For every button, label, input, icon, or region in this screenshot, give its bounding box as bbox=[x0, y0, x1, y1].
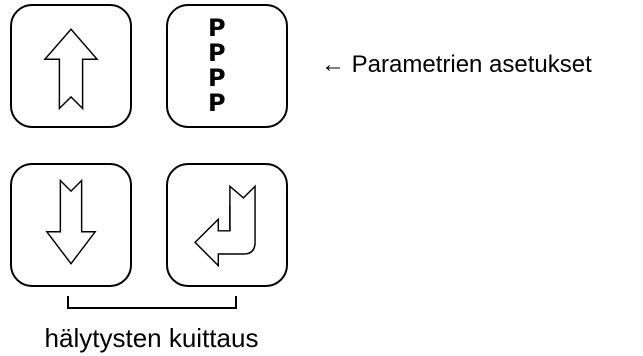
up-arrow-icon bbox=[43, 28, 99, 111]
parameter-letter: P bbox=[208, 14, 226, 42]
parameter-key[interactable]: P P P P bbox=[166, 4, 288, 128]
parameter-settings-label: ← Parametrien asetukset bbox=[321, 51, 592, 78]
parameter-letter: P bbox=[208, 89, 226, 117]
parameter-letter: P bbox=[208, 39, 226, 67]
down-key[interactable] bbox=[10, 163, 132, 287]
parameter-letter: P bbox=[208, 64, 226, 92]
up-key[interactable] bbox=[10, 4, 132, 128]
acknowledge-bracket bbox=[67, 296, 237, 309]
down-arrow-icon bbox=[45, 178, 97, 265]
enter-key[interactable] bbox=[166, 163, 288, 287]
parameter-icon: P P P P bbox=[208, 16, 238, 115]
enter-return-icon bbox=[194, 184, 256, 268]
alarm-acknowledge-label: hälytysten kuittaus bbox=[44, 323, 259, 353]
